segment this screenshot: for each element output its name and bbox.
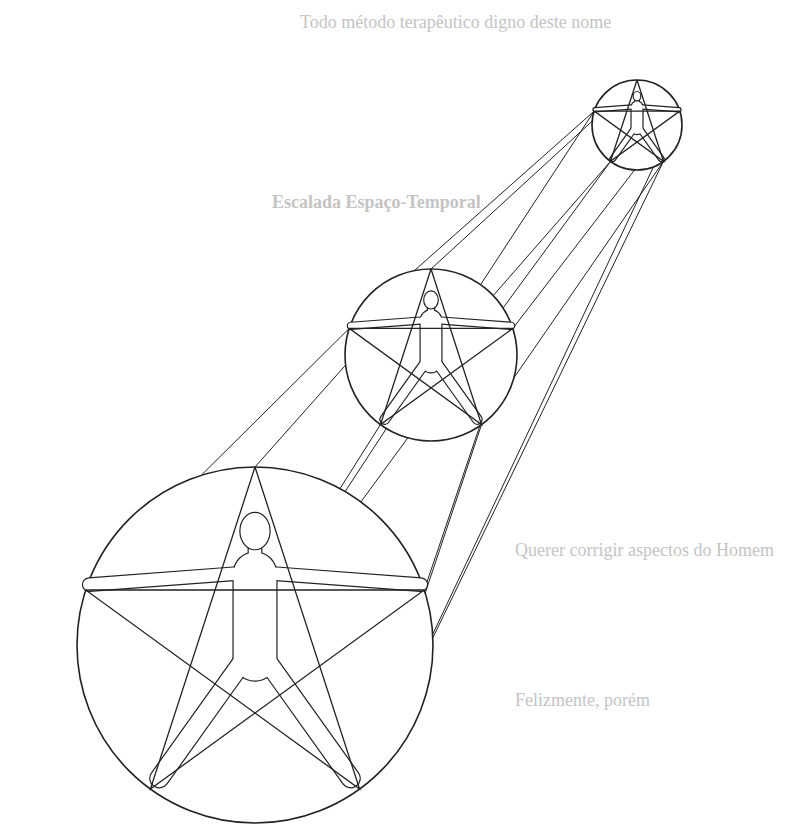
limb-fill bbox=[421, 321, 442, 362]
head bbox=[240, 512, 270, 549]
enclosing-circle bbox=[592, 80, 682, 170]
body-outline bbox=[595, 100, 679, 158]
limb-outline bbox=[89, 574, 233, 585]
limb-fill bbox=[249, 547, 261, 574]
pentagram bbox=[349, 269, 513, 425]
head bbox=[633, 91, 641, 100]
limb-outline bbox=[595, 107, 631, 110]
enclosing-circle bbox=[77, 467, 433, 823]
limb-outline bbox=[630, 107, 643, 129]
limb-fill bbox=[89, 574, 233, 585]
vitruvian-figure bbox=[345, 269, 517, 441]
limb-fill bbox=[266, 659, 351, 778]
limb-fill bbox=[351, 321, 421, 326]
limb-outline bbox=[427, 308, 435, 321]
projection-line bbox=[431, 80, 637, 269]
pentagram bbox=[86, 467, 425, 789]
vitruvian-figure bbox=[77, 467, 433, 823]
limb-outline bbox=[419, 321, 442, 362]
limb-fill bbox=[159, 659, 244, 778]
limb-fill bbox=[595, 107, 631, 110]
limb-outline bbox=[642, 107, 678, 110]
section-heading: Escalada Espaço-Temporal bbox=[272, 192, 481, 214]
limb-fill bbox=[428, 308, 434, 321]
limb-outline bbox=[248, 547, 263, 574]
body-outline bbox=[89, 547, 420, 778]
limb-fill bbox=[234, 574, 277, 659]
enclosing-circle bbox=[345, 269, 517, 441]
limb-outline bbox=[441, 321, 511, 326]
head bbox=[424, 291, 439, 309]
bleed-through-text: Querer corrigir aspectos do Homem bbox=[515, 540, 774, 562]
bleed-through-text: Todo método terapêutico digno deste nome bbox=[300, 12, 611, 34]
limb-outline bbox=[159, 659, 244, 778]
body-outline bbox=[351, 308, 511, 420]
limb-fill bbox=[632, 107, 643, 129]
limb-outline bbox=[232, 574, 277, 659]
limb-fill bbox=[642, 107, 678, 110]
limb-outline bbox=[351, 321, 421, 326]
limb-outline bbox=[276, 574, 420, 585]
pentagram bbox=[594, 80, 680, 161]
limb-outline bbox=[266, 659, 351, 778]
bleed-through-text: Felizmente, porém bbox=[515, 690, 650, 712]
limb-fill bbox=[441, 321, 511, 326]
limb-fill bbox=[276, 574, 420, 585]
vitruvian-figure bbox=[592, 80, 682, 170]
